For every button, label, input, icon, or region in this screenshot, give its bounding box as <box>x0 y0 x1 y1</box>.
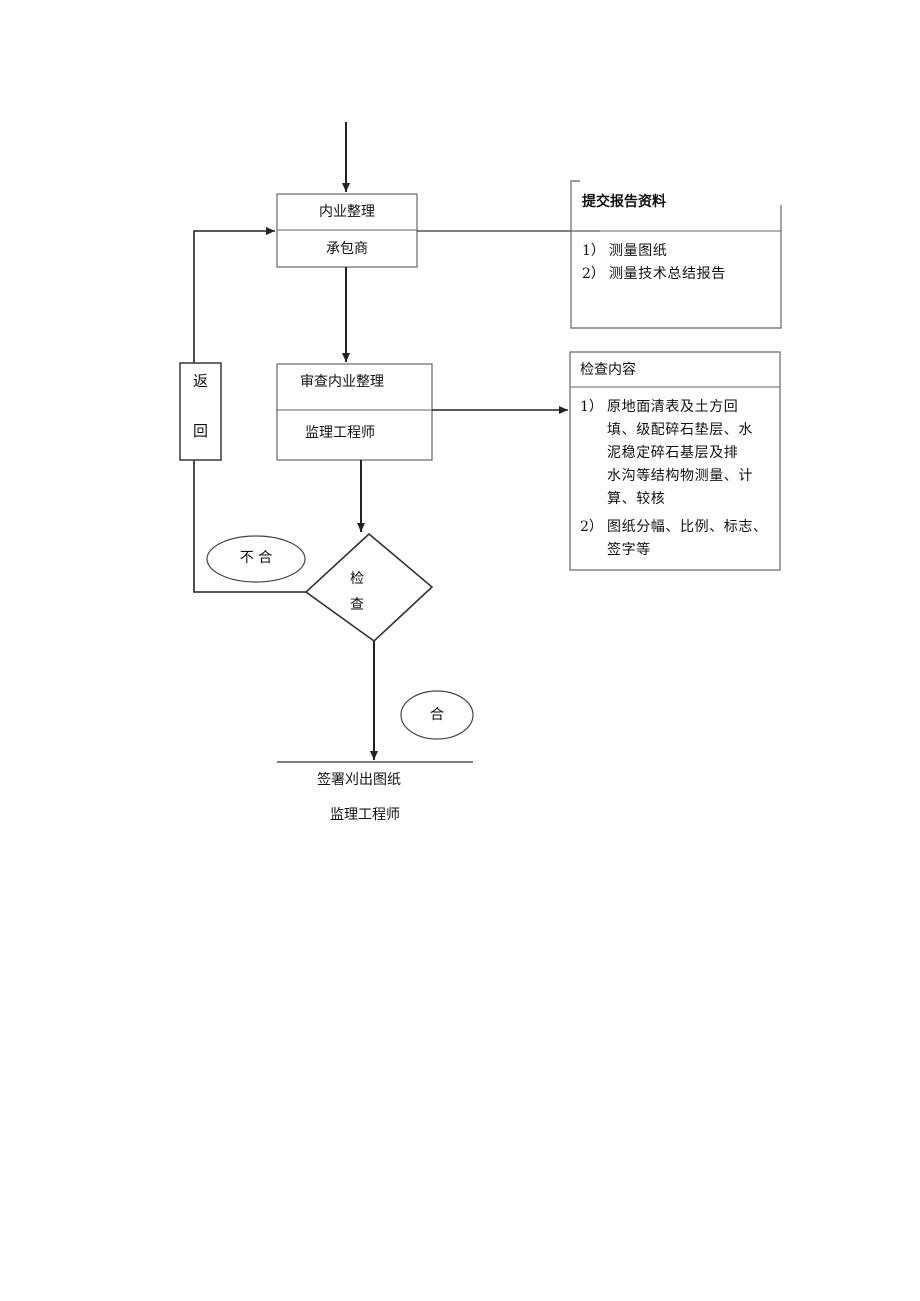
review-title: 审查内业整理 <box>300 374 384 390</box>
note-item-line: 填、级配碎石垫层、水 <box>607 422 753 438</box>
note-submit-frame <box>570 180 782 329</box>
internal-work-title: 内业整理 <box>319 204 375 220</box>
note-item-text: 测量技术总结报告 <box>609 263 787 286</box>
note-check-title: 检查内容 <box>580 362 636 378</box>
pass-label: 合 <box>430 707 444 723</box>
return-char-1: 返 <box>192 372 208 390</box>
note-item-line: 算、较核 <box>607 491 666 507</box>
final-step-role: 监理工程师 <box>330 807 400 823</box>
note-item-number: 2） <box>582 266 605 282</box>
decision-char-2: 查 <box>350 597 364 613</box>
note-item-text: 原地面清表及土方回填、级配碎石垫层、水泥稳定碎石基层及排水沟等结构物测量、计算、… <box>607 396 785 511</box>
decision-char-1: 检 <box>350 571 364 587</box>
note-item-line: 图纸分幅、比例、标志、 <box>607 519 768 535</box>
fail-label: 不 合 <box>239 550 273 566</box>
note-item-text: 图纸分幅、比例、标志、签字等 <box>607 516 785 562</box>
note-item-line: 测量图纸 <box>609 243 668 259</box>
return-char-2: 回 <box>192 422 208 440</box>
review-role: 监理工程师 <box>305 425 375 441</box>
internal-work-role: 承包商 <box>326 241 368 257</box>
note-item-line: 水沟等结构物测量、计 <box>607 468 753 484</box>
note-item-line: 签字等 <box>607 542 651 558</box>
note-item-number: 1） <box>582 243 605 259</box>
pass-ellipse <box>400 690 474 740</box>
box-review <box>276 363 433 461</box>
note-item-number: 1） <box>580 399 603 415</box>
note-item-number: 2） <box>580 519 603 535</box>
note-item-text: 测量图纸 <box>609 240 787 263</box>
return-box <box>179 362 222 461</box>
note-check-frame <box>569 351 781 571</box>
fail-ellipse <box>206 535 306 583</box>
final-step-title: 签署刈出图纸 <box>317 772 401 788</box>
note-item-line: 泥稳定碎石基层及排 <box>607 445 739 461</box>
note-item-line: 原地面清表及土方回 <box>607 399 739 415</box>
note-submit-title: 提交报告资料 <box>582 194 666 210</box>
note-item-line: 测量技术总结报告 <box>609 266 726 282</box>
